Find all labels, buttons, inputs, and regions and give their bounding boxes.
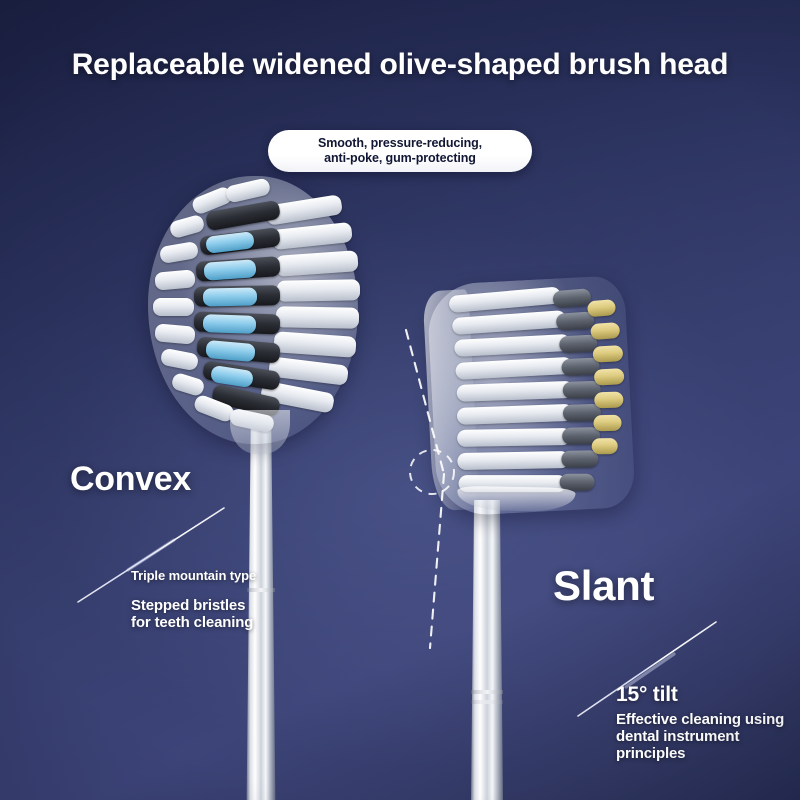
right-handle-ring bbox=[471, 690, 503, 694]
left-handle-ring bbox=[247, 588, 275, 592]
right-handle-ring-2 bbox=[471, 700, 503, 704]
right-product-label: Slant bbox=[553, 562, 655, 609]
left-product-caption: Triple mountain type bbox=[131, 568, 257, 583]
callout-pill-line1: Smooth, pressure-reducing, bbox=[317, 136, 483, 150]
right-product-caption: 15° tilt bbox=[616, 683, 678, 706]
page-title: Replaceable widened olive-shaped brush h… bbox=[71, 48, 729, 81]
left-product-description: Stepped bristles for teeth cleaning bbox=[131, 597, 254, 631]
callout-pill-line2: anti-poke, gum-protecting bbox=[324, 151, 476, 165]
right-leader-line bbox=[577, 621, 717, 717]
tilt-guide-lower-line bbox=[428, 472, 446, 650]
left-product-label: Convex bbox=[70, 460, 192, 498]
tilt-guide-upper-line bbox=[404, 328, 446, 476]
left-leader-line bbox=[77, 507, 225, 603]
callout-pill: Smooth, pressure-reducing, anti-poke, gu… bbox=[268, 130, 532, 172]
left-head-neck bbox=[230, 410, 290, 454]
callout-pill-text: Smooth, pressure-reducing, anti-poke, gu… bbox=[318, 136, 482, 166]
tilt-guide-arc bbox=[409, 449, 455, 495]
left-brush-head bbox=[148, 176, 361, 454]
tilt-angle-guide bbox=[404, 328, 455, 650]
right-product-description: Effective cleaning using dental instrume… bbox=[616, 711, 785, 762]
